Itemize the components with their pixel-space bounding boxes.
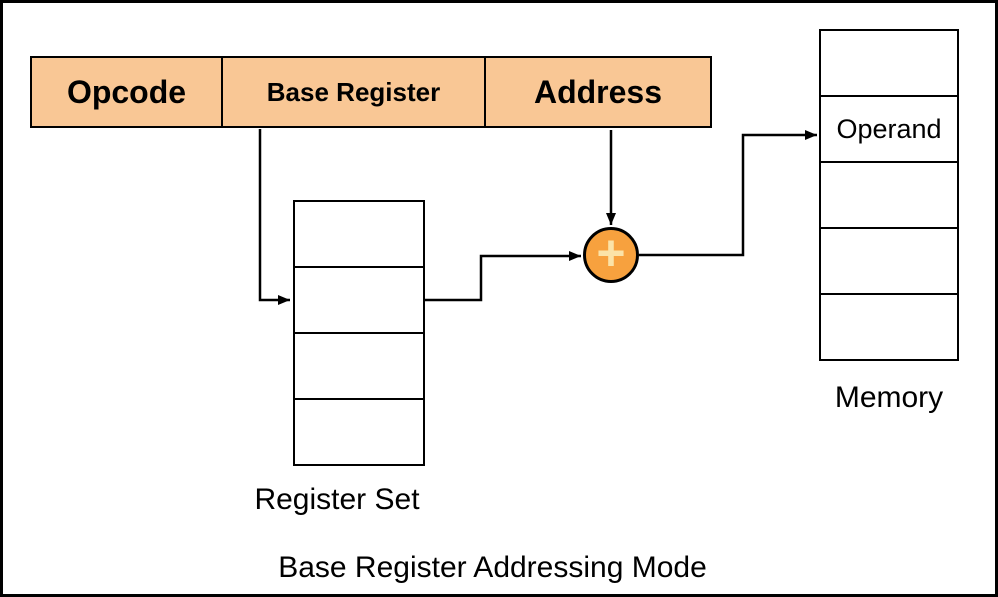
register-set-box bbox=[293, 200, 425, 466]
register-row-3 bbox=[295, 332, 423, 398]
register-row-4 bbox=[295, 398, 423, 464]
address-field: Address bbox=[484, 58, 710, 126]
memory-row-3 bbox=[821, 161, 957, 227]
adder-plus-icon: + bbox=[583, 227, 639, 283]
register-set-label: Register Set bbox=[254, 483, 420, 516]
instruction-format-row: Opcode Base Register Address bbox=[30, 56, 712, 128]
memory-row-4 bbox=[821, 227, 957, 293]
memory-row-operand: Operand bbox=[821, 95, 957, 161]
arrow-adder-to-memory bbox=[639, 130, 817, 257]
arrow-register-set-to-adder bbox=[425, 251, 581, 302]
memory-box: Operand bbox=[819, 29, 959, 361]
plus-symbol: + bbox=[596, 224, 626, 281]
base-register-field: Base Register bbox=[221, 58, 484, 126]
memory-row-1 bbox=[821, 31, 957, 95]
opcode-field: Opcode bbox=[66, 73, 187, 110]
arrow-base-register-to-register-set bbox=[258, 129, 290, 305]
memory-row-5 bbox=[821, 293, 957, 359]
register-row-2 bbox=[295, 266, 423, 332]
diagram-title: Base Register Addressing Mode bbox=[278, 551, 707, 584]
memory-label: Memory bbox=[834, 381, 944, 414]
operand-label: Operand bbox=[836, 113, 942, 144]
register-row-1 bbox=[295, 202, 423, 266]
